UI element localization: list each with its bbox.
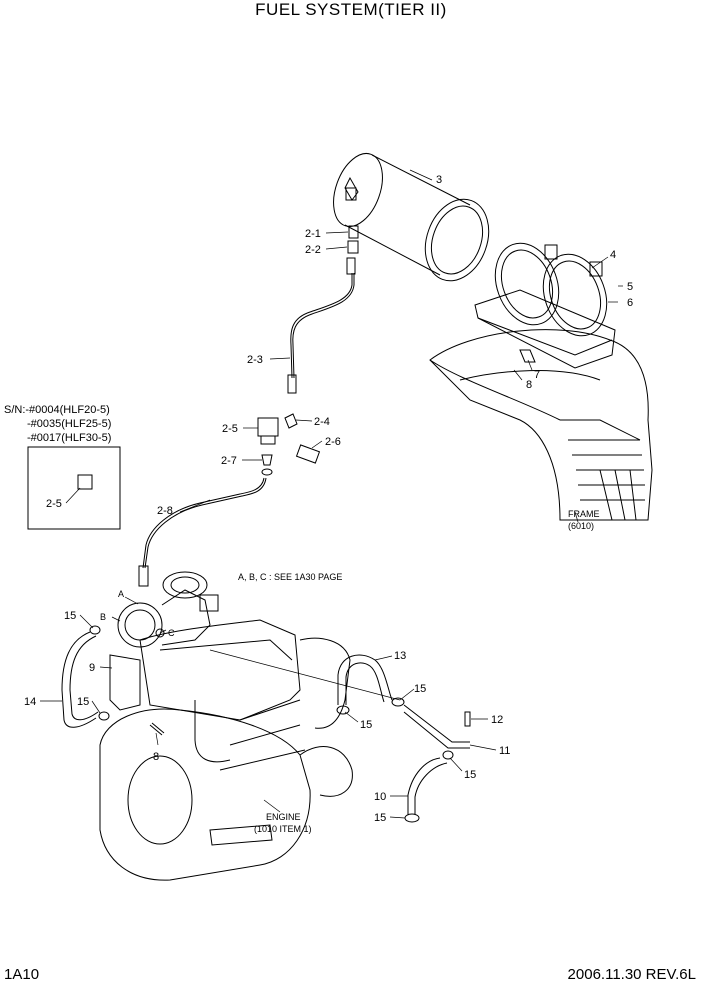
hose-2-8 — [142, 477, 265, 569]
callout-15-f: 15 — [374, 812, 386, 824]
see-page-note: A, B, C : SEE 1A30 PAGE — [238, 572, 342, 582]
pipe-11 — [403, 704, 470, 749]
callout-2-5-inset: 2-5 — [46, 498, 62, 510]
callout-15-b: 15 — [77, 696, 89, 708]
callout-8-top: 8 — [526, 379, 532, 391]
callout-5: 5 — [627, 281, 633, 293]
callout-15-e: 15 — [464, 769, 476, 781]
callout-15-c: 15 — [414, 683, 426, 695]
clamp-15-b — [98, 711, 110, 721]
clamp-15-c — [336, 705, 350, 715]
tank-bracket — [474, 242, 616, 369]
hose-10 — [407, 757, 448, 815]
clamp-15-d — [391, 697, 405, 707]
serial-line-1: S/N:-#0004(HLF20-5) — [4, 404, 110, 416]
hose-end-upper — [346, 257, 356, 275]
regulator-mixer — [117, 571, 219, 648]
callout-2-5: 2-5 — [222, 423, 238, 435]
letter-c: C — [168, 628, 175, 638]
fitting-2-4 — [284, 413, 298, 429]
callout-6: 6 — [627, 297, 633, 309]
engine-label: ENGINE — [266, 812, 301, 822]
frame-ref: (6010) — [568, 521, 594, 531]
fitting-2-1 — [348, 225, 359, 239]
clamp-15-a — [89, 625, 101, 635]
page-title: FUEL SYSTEM(TIER II) — [255, 0, 447, 19]
fuel-tank — [333, 153, 490, 282]
fitting-12 — [464, 711, 471, 727]
bolt-8-bottom — [149, 722, 165, 736]
clamp-15-f — [404, 813, 420, 823]
inset-box — [27, 446, 121, 530]
callout-14: 14 — [24, 696, 36, 708]
date-revision: 2006.11.30 REV.6L — [567, 966, 696, 983]
callout-2-2: 2-2 — [305, 244, 321, 256]
callout-8-bottom: 8 — [153, 751, 159, 763]
callout-11: 11 — [499, 745, 510, 757]
valve-2-5 — [257, 417, 279, 445]
leader-lines — [40, 169, 623, 819]
hose-end-regulator — [138, 565, 149, 587]
letter-a: A — [118, 589, 124, 599]
callout-15-a: 15 — [64, 610, 76, 622]
callout-2-7: 2-7 — [221, 455, 237, 467]
hose-end-lower — [287, 374, 297, 394]
callout-9: 9 — [89, 662, 95, 674]
callout-2-3: 2-3 — [247, 354, 263, 366]
callout-10: 10 — [374, 791, 386, 803]
callout-2-8: 2-8 — [157, 505, 173, 517]
letter-b: B — [100, 612, 106, 622]
serial-line-3: -#0017(HLF30-5) — [27, 432, 112, 444]
callout-4: 4 — [610, 249, 616, 261]
fitting-2-2 — [347, 240, 359, 254]
callout-15-d: 15 — [360, 719, 372, 731]
callout-13: 13 — [394, 650, 406, 662]
serial-line-2: -#0035(HLF25-5) — [27, 418, 112, 430]
page-code: 1A10 — [4, 966, 40, 983]
frame-label: FRAME — [568, 509, 600, 519]
hose-2-3 — [290, 273, 353, 379]
callout-3: 3 — [436, 174, 442, 186]
clamp-15-e — [442, 750, 454, 760]
hose-13 — [337, 654, 393, 705]
callout-12: 12 — [491, 714, 503, 726]
inset-part-2-5 — [77, 474, 93, 490]
serial-number-note: S/N:-#0004(HLF20-5) -#0035(HLF25-5) -#00… — [4, 403, 111, 445]
frame-counterweight — [429, 329, 653, 521]
callout-2-4: 2-4 — [314, 416, 330, 428]
engine — [99, 619, 353, 881]
fitting-2-7 — [261, 454, 273, 466]
callout-2-6: 2-6 — [325, 436, 341, 448]
hose-14 — [61, 631, 97, 728]
callout-2-1: 2-1 — [305, 228, 321, 240]
fitting-2-6 — [295, 444, 321, 464]
engine-ref: (1010 ITEM 1) — [254, 824, 312, 834]
bracket-9 — [109, 654, 141, 711]
callout-7: 7 — [534, 369, 540, 381]
